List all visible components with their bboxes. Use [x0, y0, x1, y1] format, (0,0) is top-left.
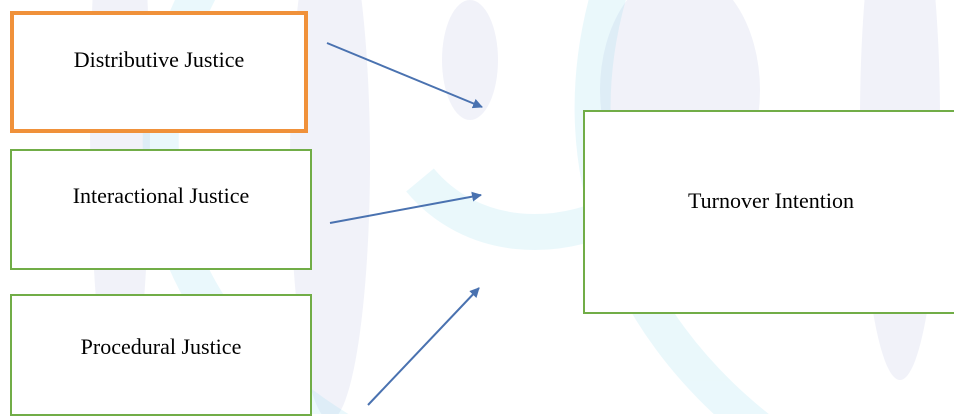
distributive-justice-box: Distributive Justice — [10, 11, 308, 133]
procedural-justice-box: Procedural Justice — [10, 294, 312, 416]
turnover-intention-label: Turnover Intention — [687, 188, 854, 213]
interactional-justice-box: Interactional Justice — [10, 149, 312, 270]
distributive-justice-label: Distributive Justice — [73, 47, 245, 72]
turnover-intention-box: Turnover Intention — [583, 110, 954, 314]
procedural-justice-label: Procedural Justice — [80, 334, 242, 359]
interactional-justice-label: Interactional Justice — [72, 183, 250, 208]
